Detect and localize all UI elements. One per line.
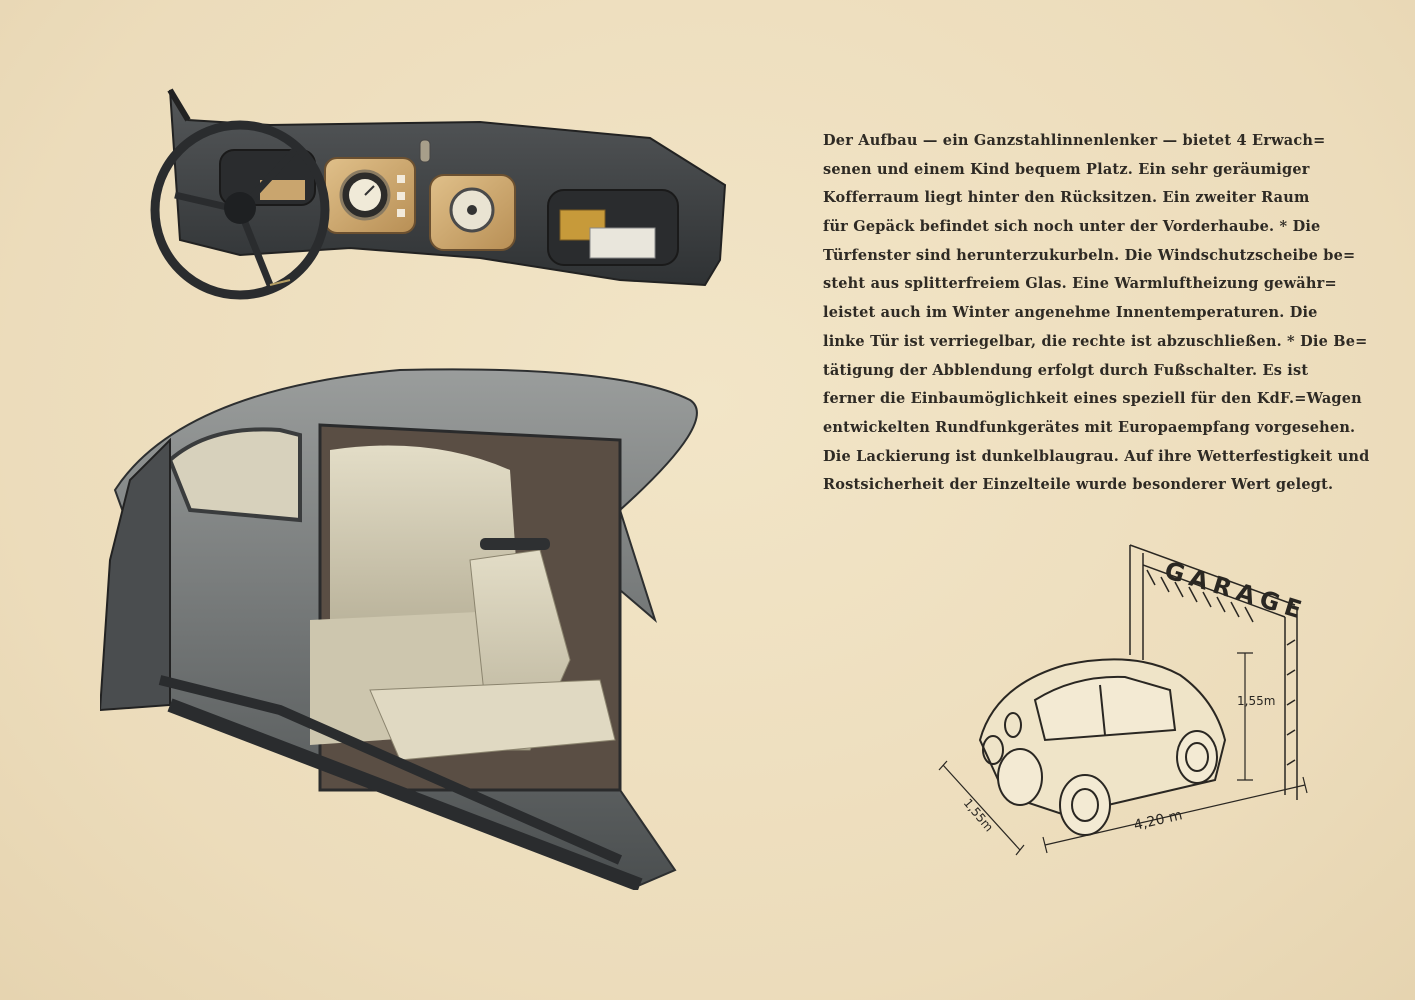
length-dimension-label: 4,20 m <box>1132 807 1184 834</box>
text-line-1: Der Aufbau — ein Ganzstahlinnenlenker — … <box>823 132 1326 149</box>
steering-wheel <box>150 120 330 300</box>
height-dimension-label: 1,55m <box>1237 694 1275 708</box>
text-line-8: linke Tür ist verriegelbar, die rechte i… <box>823 332 1368 350</box>
dimension-lines <box>938 652 1308 856</box>
car-interior-illustration <box>100 368 698 890</box>
text-line-13: Rostsicherheit der Einzelteile wurde bes… <box>823 476 1334 494</box>
text-line-3: Kofferraum liegt hinter den Rücksitzen. … <box>823 189 1310 207</box>
dashboard-illustration <box>150 88 727 300</box>
instrument-panel-clock <box>324 157 416 234</box>
dashboard-knob <box>419 139 431 163</box>
rear-side-window <box>167 427 302 523</box>
text-line-12: Die Lackierung ist dunkelblaugrau. Auf i… <box>823 447 1370 465</box>
text-line-6: steht aus splitterfreiem Glas. Eine Warm… <box>823 275 1337 293</box>
width-dimension-label: 1,55m <box>961 796 996 834</box>
door-sill <box>167 698 643 890</box>
brochure-text: Der Aufbau — ein Ganzstahlinnenlenker — … <box>823 127 1370 500</box>
car-door-open <box>100 437 623 865</box>
garage-frame <box>1129 544 1298 800</box>
garage-sign: GARAGE <box>1161 556 1310 626</box>
text-line-10: ferner die Einbaumöglichkeit eines spezi… <box>823 390 1362 408</box>
glovebox-right <box>547 189 679 266</box>
front-seat <box>369 538 616 761</box>
text-line-11: entwickelten Rundfunkgerätes mit Europae… <box>823 418 1356 436</box>
text-line-4: für Gepäck befindet sich noch unter der … <box>823 218 1321 236</box>
garage-diagram: GARAGE 1,55m 1,55m 4,20 m <box>938 544 1310 856</box>
car-outline <box>978 658 1227 836</box>
text-line-2: senen und einem Kind bequem Platz. Ein s… <box>823 160 1310 178</box>
instrument-panel-speedometer <box>429 174 516 251</box>
text-line-5: Türfenster sind herunterzukurbeln. Die W… <box>823 246 1356 264</box>
text-line-9: tätigung der Abblendung erfolgt durch Fu… <box>823 361 1309 379</box>
text-line-7: leistet auch im Winter angenehme Innente… <box>823 304 1318 322</box>
